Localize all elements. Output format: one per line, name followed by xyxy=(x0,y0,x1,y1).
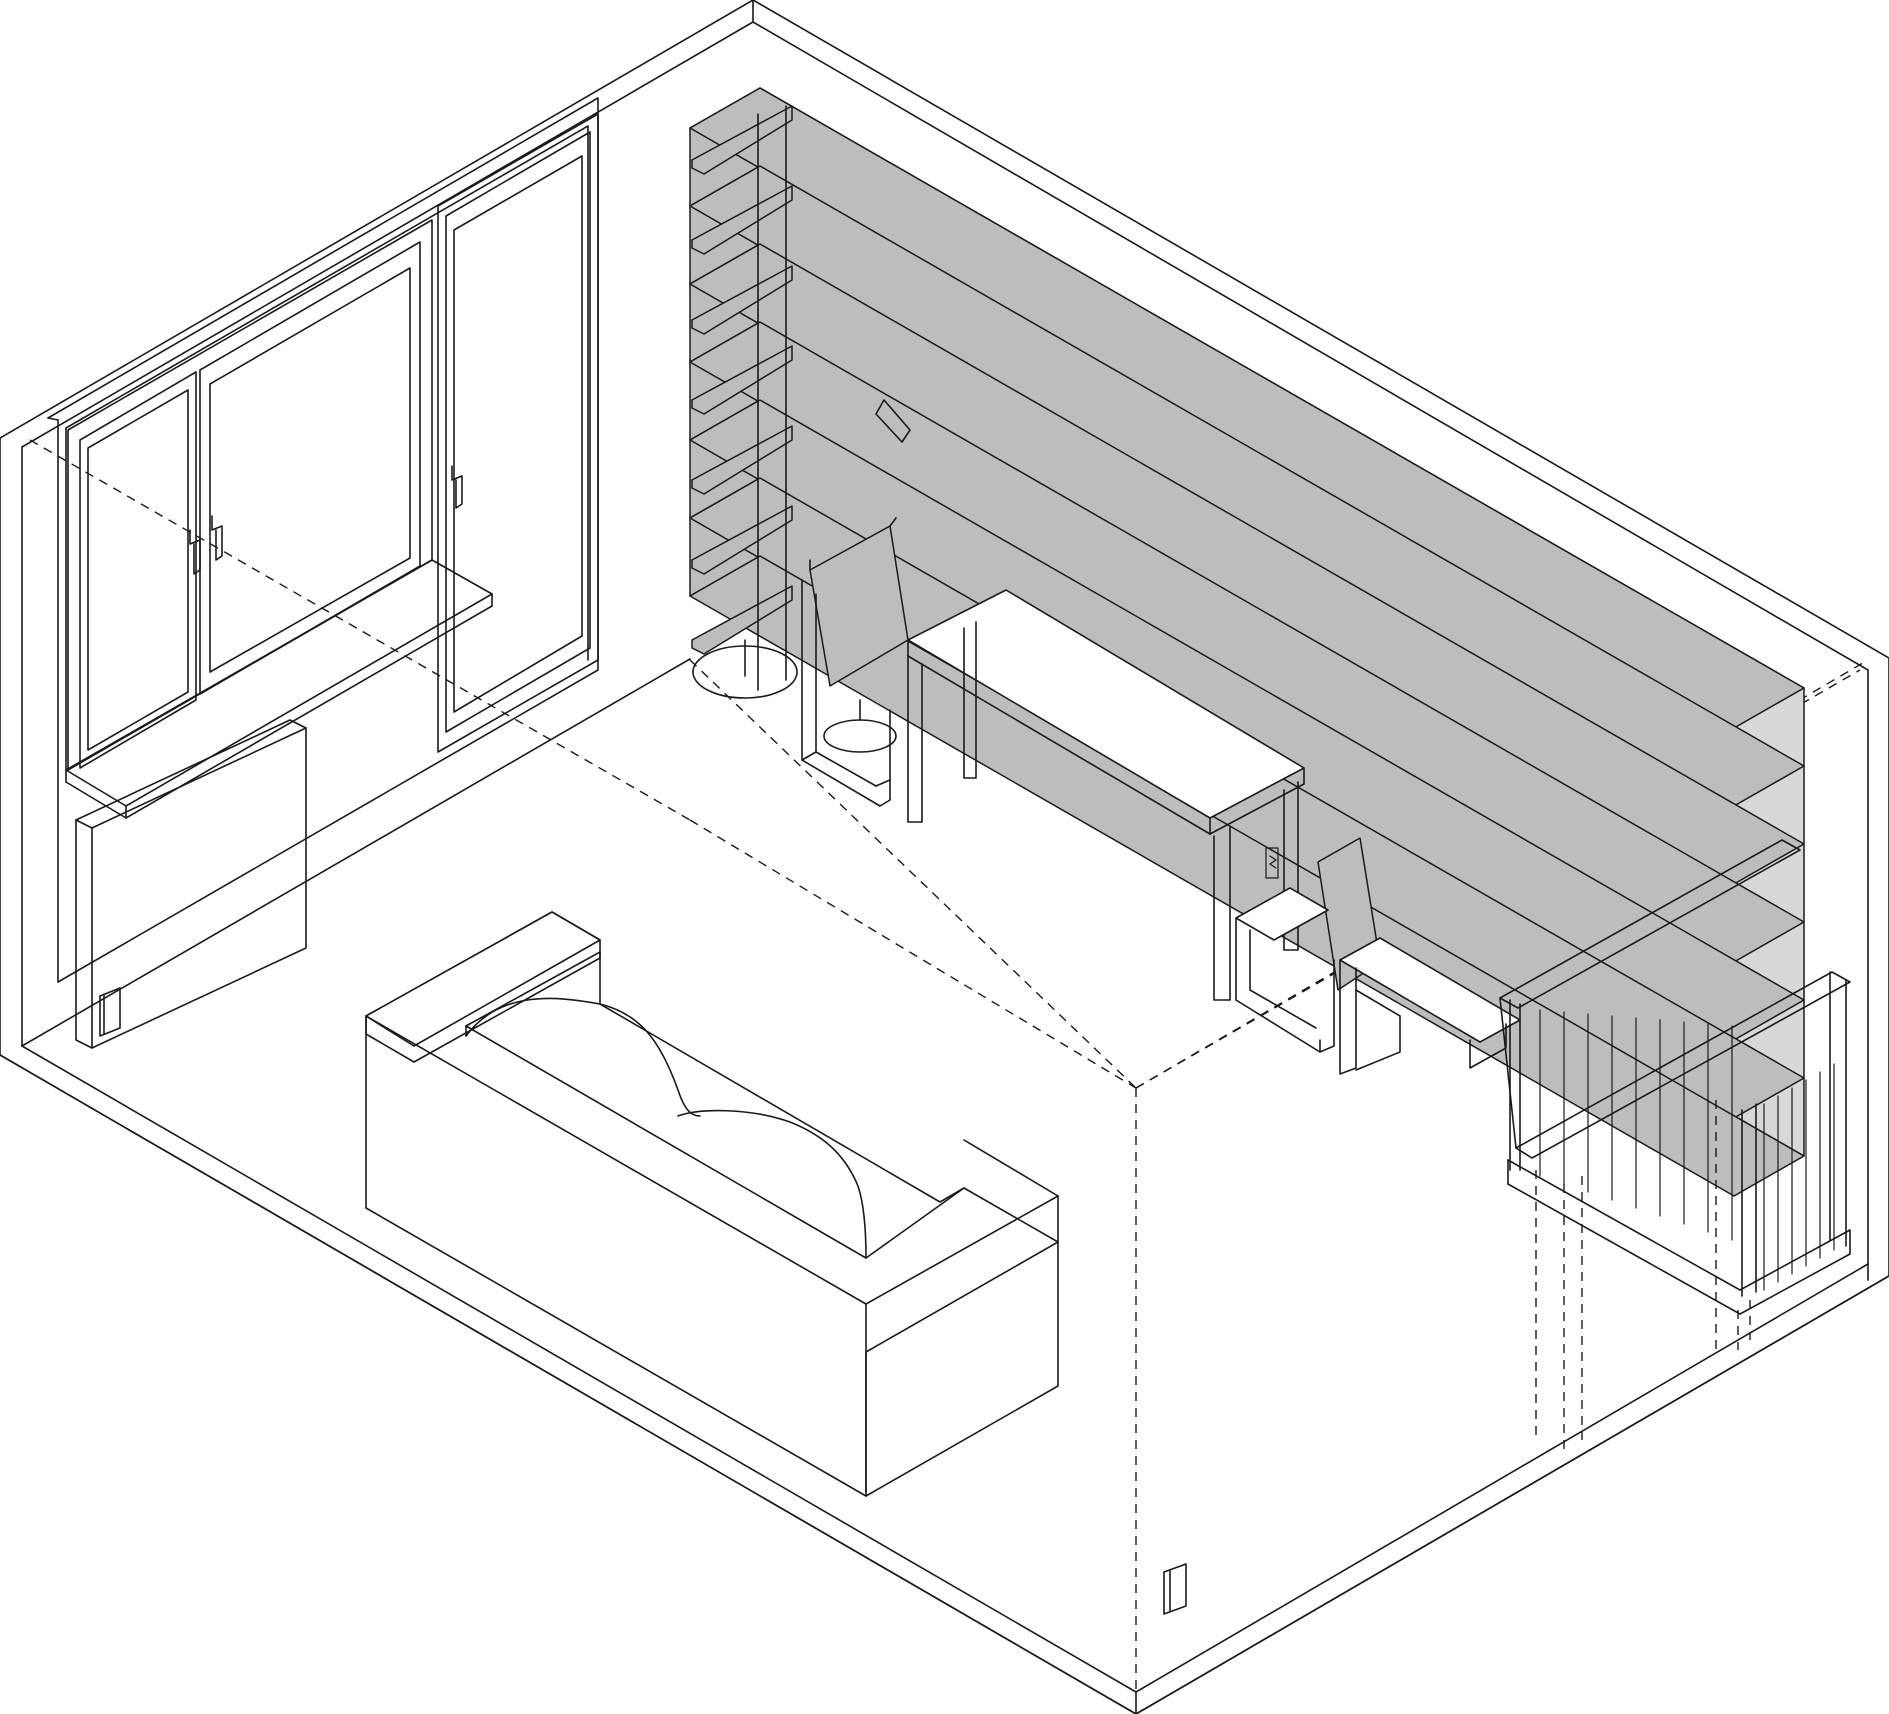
desk xyxy=(907,589,1305,1001)
shelf-board xyxy=(689,555,1805,1197)
window-sill xyxy=(65,559,493,819)
floor-lamp xyxy=(692,399,911,699)
balcony-door xyxy=(437,113,599,753)
sofa-cushion-right xyxy=(677,1109,867,1259)
wall-outlet-right xyxy=(1163,1563,1187,1615)
radiator xyxy=(75,719,307,1049)
window-handle-left xyxy=(189,529,201,575)
wall-outlet-left xyxy=(99,987,121,1037)
side-shelf xyxy=(691,265,793,335)
window xyxy=(47,97,599,983)
crib-slats xyxy=(1539,1009,1835,1291)
side-shelf xyxy=(691,185,793,255)
window-handle-right xyxy=(211,515,223,561)
side-shelf xyxy=(691,425,793,495)
crib xyxy=(1499,839,1851,1450)
sofa-cushion-left xyxy=(465,997,701,1117)
side-shelf xyxy=(691,105,793,175)
sofa xyxy=(365,911,1059,1497)
side-shelf xyxy=(691,585,793,655)
side-shelf xyxy=(691,345,793,415)
side-shelf xyxy=(691,505,793,575)
